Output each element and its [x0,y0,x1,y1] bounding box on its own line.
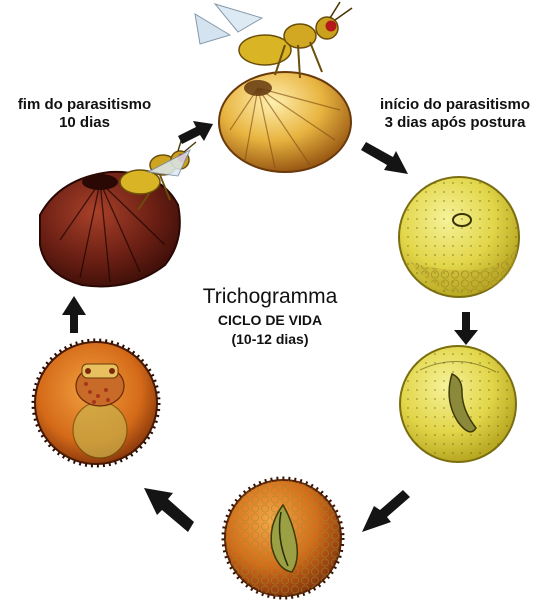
diagram-subtitle: CICLO DE VIDA [170,312,370,328]
stage-adult-emerging [195,2,352,172]
arrow-up-left [62,296,86,333]
center-title-block: Trichogramma CICLO DE VIDA (10-12 dias) [170,285,370,347]
arrow-to-bottom [362,490,410,532]
dark-egg-wasp-icon [40,172,180,287]
top-egg [219,72,351,172]
label-start-line-1: início do parasitismo [362,96,547,114]
diagram-title: Trichogramma [170,285,370,309]
stage-pupa [33,340,159,466]
arrow-right-down [454,312,478,345]
arrow-top-to-right [361,142,408,174]
arrow-to-left-lower [144,488,194,532]
label-start-of-parasitism: início do parasitismo 3 dias após postur… [362,96,547,132]
wasp-on-egg-icon [195,2,352,78]
arrow-to-top [178,121,213,144]
stage-larva-in-egg [400,346,516,462]
label-start-line-2: 3 dias após postura [362,114,547,132]
label-end-line-2: 10 dias [2,114,167,132]
label-end-line-1: fim do parasitismo [2,96,167,114]
stage-egg-early [399,177,519,297]
stage-dark-egg-emergence [40,138,196,286]
label-end-of-parasitism: fim do parasitismo 10 dias [2,96,167,132]
diagram-duration: (10-12 dias) [170,331,370,347]
stage-larva-growing [223,478,343,598]
